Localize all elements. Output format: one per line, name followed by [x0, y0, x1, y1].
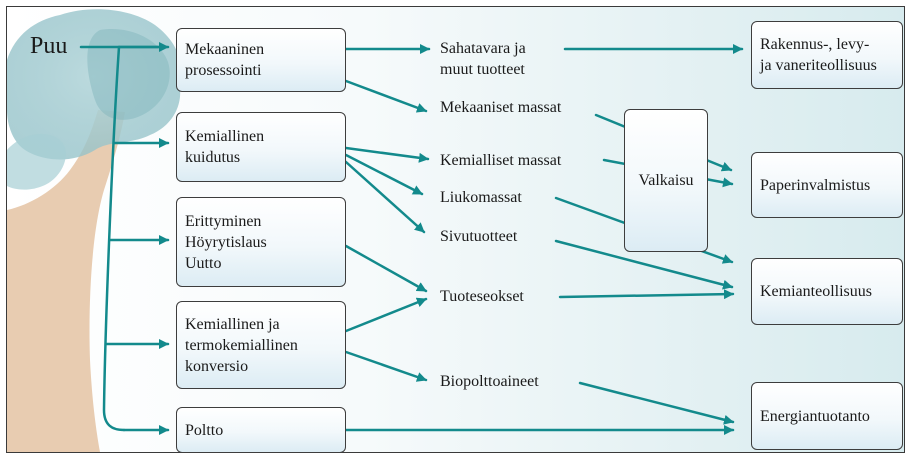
- arrow-kuidutus-sivutuotteet: [344, 160, 426, 234]
- tree-illustration: [7, 9, 181, 452]
- product-biopolttoaineet: Biopolttoaineet: [440, 373, 539, 390]
- process-box-kuidutus: Kemiallinen kuidutus: [176, 112, 346, 182]
- trunk-spine: [102, 45, 126, 432]
- process-box-konversio: Kemiallinen ja termokemiallinen konversi…: [176, 301, 346, 389]
- arrow-mekaaninen-mekmassat: [344, 79, 428, 113]
- product-mekaaniset-massat: Mekaaniset massat: [440, 99, 562, 116]
- tree-canopy-shade: [87, 29, 170, 120]
- process-box-mekaaninen: Mekaaninen prosessointi: [176, 28, 346, 92]
- process-box-poltto: Poltto: [176, 407, 346, 453]
- arrow-kuidutus-liukomassat: [344, 153, 424, 196]
- industry-box-paperinvalmistus: Paperinvalmistus: [751, 152, 903, 218]
- industry-box-rakennus: Rakennus-, levy- ja vaneriteollisuus: [751, 21, 903, 89]
- product-sivutuotteet: Sivutuotteet: [440, 228, 518, 245]
- root-label-puu: Puu: [30, 33, 68, 59]
- product-kemialliset-massat: Kemialliset massat: [440, 152, 562, 169]
- tree-trunk: [7, 110, 125, 452]
- arrow-sivutuotteet-kemia: [554, 239, 734, 290]
- arrow-biopolttoaineet-energia: [578, 381, 735, 425]
- arrow-konversio-biopolttoaineet: [344, 350, 428, 382]
- process-box-erittyminen: Erittyminen Höyrytislaus Uutto: [176, 197, 346, 287]
- product-sahatavara: Sahatavara ja muut tuotteet: [440, 40, 526, 78]
- product-tuoteseokset: Tuoteseokset: [440, 288, 524, 305]
- product-liukomassat: Liukomassat: [440, 189, 522, 206]
- arrow-erittyminen-tuoteseokset: [344, 244, 428, 293]
- bleaching-box-valkaisu: Valkaisu: [624, 109, 708, 252]
- industry-box-kemianteollisuus: Kemianteollisuus: [751, 258, 903, 325]
- arrow-konversio-tuoteseokset: [344, 297, 428, 333]
- industry-box-energiantuotanto: Energiantuotanto: [751, 382, 903, 450]
- arrow-kuidutus-kemmassat: [344, 146, 430, 163]
- arrow-tuoteseokset-kemia: [558, 289, 735, 300]
- tree-canopy-left: [7, 133, 66, 190]
